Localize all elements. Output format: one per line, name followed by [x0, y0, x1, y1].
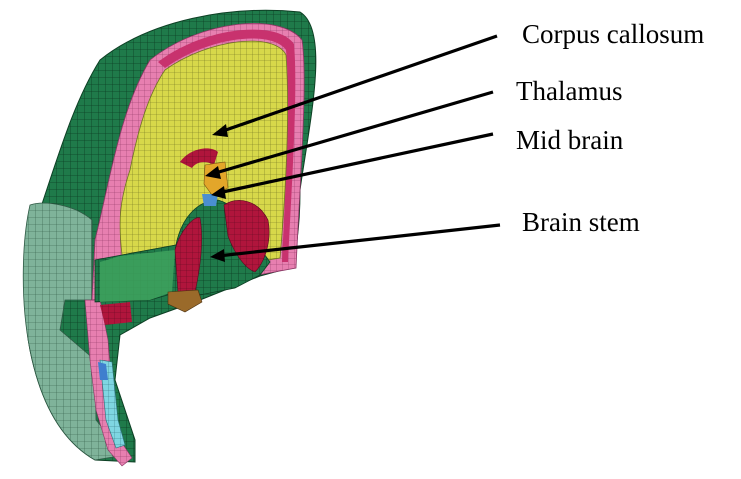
label-thalamus: Thalamus: [516, 78, 622, 105]
lower-red-block: [100, 302, 132, 325]
label-corpus-callosum: Corpus callosum: [522, 21, 704, 48]
label-brain-stem: Brain stem: [522, 209, 640, 236]
label-mid-brain: Mid brain: [516, 127, 623, 154]
